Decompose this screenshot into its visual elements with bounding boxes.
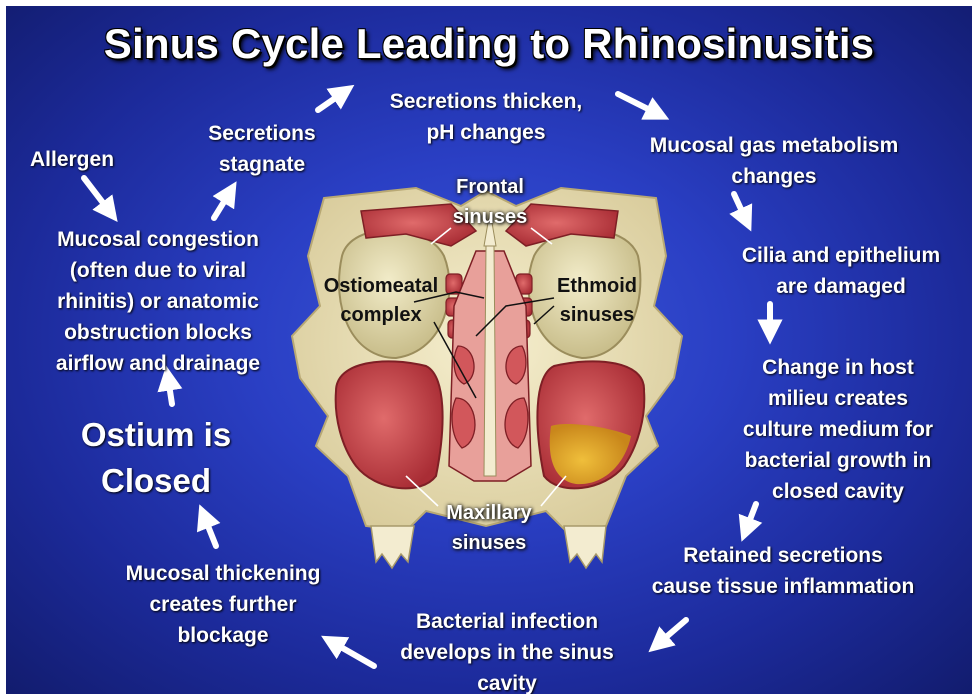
gas-line: Mucosal gas metabolism [618,130,930,161]
milieu-line: Change in host [710,352,966,383]
arrow-thickening-to-ostium [204,516,216,546]
thickening-line: Mucosal thickening [92,558,354,589]
cilia-line: Cilia and epithelium [706,240,972,271]
congestion-line: rhinitis) or anatomic [20,286,296,317]
maxillary-sinuses-label: Maxillary sinuses [426,498,552,558]
frontal-line: sinuses [430,202,550,232]
thickening-line: blockage [92,620,354,651]
cilia-line: are damaged [706,271,972,302]
stagnate-step: Secretions stagnate [182,118,342,180]
ostiomeatal-complex-label: Ostiomeatal complex [306,272,456,330]
allergen-text: Allergen [30,144,140,175]
frontal-line: Frontal [430,172,550,202]
ostium-line: Closed [46,458,266,504]
frontal-sinuses-label: Frontal sinuses [430,172,550,232]
retained-line: Retained secretions [618,540,948,571]
thicken-line: pH changes [356,117,616,148]
congestion-line: obstruction blocks [20,317,296,348]
thicken-line: Secretions thicken, [356,86,616,117]
ethmoid-line: sinuses [542,301,652,330]
milieu-line: culture medium for [710,414,966,445]
infection-line: cavity [362,668,652,694]
slide: Sinus Cycle Leading to Rhinosinusitis Al… [6,6,972,694]
ostium-line: Ostium is [46,412,266,458]
congestion-line: (often due to viral [20,255,296,286]
page-title: Sinus Cycle Leading to Rhinosinusitis [6,20,972,68]
arrow-allergen [84,178,110,212]
congestion-line: Mucosal congestion [20,224,296,255]
milieu-line: bacterial growth in [710,445,966,476]
allergen-label: Allergen [30,144,140,175]
milieu-line: closed cavity [710,476,966,507]
tooth-left [371,526,414,568]
infection-line: Bacterial infection [362,606,652,637]
tooth-right [564,526,606,568]
arrow-retained-to-infection [658,620,686,644]
stagnate-line: Secretions [182,118,342,149]
retained-step: Retained secretions cause tissue inflamm… [618,540,948,602]
congestion-step: Mucosal congestion (often due to viral r… [20,224,296,379]
arrow-milieu-to-retained [746,504,756,530]
arrow-ostium-to-congestion [168,378,172,404]
thickening-line: creates further [92,589,354,620]
ostiomeatal-line: Ostiomeatal [306,272,456,301]
ostiomeatal-line: complex [306,301,456,330]
infection-step: Bacterial infection develops in the sinu… [362,606,652,694]
thicken-step: Secretions thicken, pH changes [356,86,616,148]
maxillary-line: Maxillary [426,498,552,528]
gas-line: changes [618,161,930,192]
gas-step: Mucosal gas metabolism changes [618,130,930,192]
maxillary-line: sinuses [426,528,552,558]
cilia-step: Cilia and epithelium are damaged [706,240,972,302]
congestion-line: airflow and drainage [20,348,296,379]
ostium-step: Ostium is Closed [46,412,266,504]
ethmoid-line: Ethmoid [542,272,652,301]
nasal-septum [484,246,496,476]
arrow-thicken-to-gas [618,94,658,114]
infection-line: develops in the sinus [362,637,652,668]
milieu-step: Change in host milieu creates culture me… [710,352,966,507]
retained-line: cause tissue inflammation [618,571,948,602]
stagnate-line: stagnate [182,149,342,180]
milieu-line: milieu creates [710,383,966,414]
arrow-gas-to-cilia [734,194,746,220]
arrow-stagnate-to-thicken [318,92,344,110]
ethmoid-sinuses-label: Ethmoid sinuses [542,272,652,330]
thickening-step: Mucosal thickening creates further block… [92,558,354,651]
arrow-congestion-to-stagnate [214,192,230,218]
